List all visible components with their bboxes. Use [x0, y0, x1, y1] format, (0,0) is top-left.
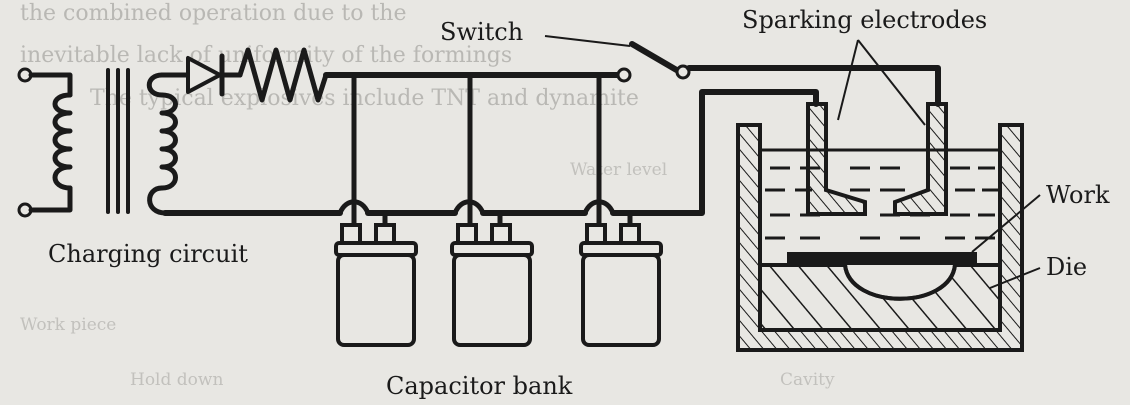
- bleed-line: Water level: [570, 160, 667, 180]
- electrode-left: [806, 102, 867, 216]
- capacitor: [334, 223, 418, 347]
- work-label: Work: [1046, 181, 1110, 209]
- water: [762, 148, 998, 240]
- bleed-line: Hold down: [130, 370, 223, 390]
- transformer-secondary-coil: [146, 72, 178, 216]
- capacitor: [579, 223, 663, 347]
- leader-lines: [544, 35, 1041, 289]
- electrode-right: [893, 102, 948, 216]
- charging-circuit-label: Charging circuit: [48, 240, 248, 268]
- capacitor-bank-label: Capacitor bank: [386, 372, 573, 400]
- bleed-line: The typical explosives include TNT and d…: [90, 86, 639, 111]
- bleed-line: the combined operation due to the: [20, 1, 406, 26]
- switch-blade: [629, 41, 683, 75]
- transformer-primary-coil: [28, 72, 73, 213]
- die-label: Die: [1046, 253, 1087, 281]
- bleed-line: Work piece: [20, 315, 116, 335]
- transformer-core: [106, 68, 130, 214]
- capacitor: [450, 223, 534, 347]
- switch-label: Switch: [440, 18, 523, 46]
- sparking-electrodes-label: Sparking electrodes: [742, 6, 987, 34]
- forming-tank: [736, 102, 1024, 352]
- bleed-line: inevitable lack of uniformity of the for…: [20, 43, 512, 68]
- work-sheet: [787, 252, 977, 265]
- resistor-symbol: [237, 47, 329, 103]
- die-cavity: [843, 264, 957, 301]
- bleed-line: Cavity: [780, 370, 835, 390]
- switch-terminal-left: [616, 67, 632, 83]
- bleed-through-text: the combined operation due to the inevit…: [20, 1, 835, 390]
- switch-terminal-right: [675, 64, 691, 80]
- capacitor-bank: [334, 223, 663, 347]
